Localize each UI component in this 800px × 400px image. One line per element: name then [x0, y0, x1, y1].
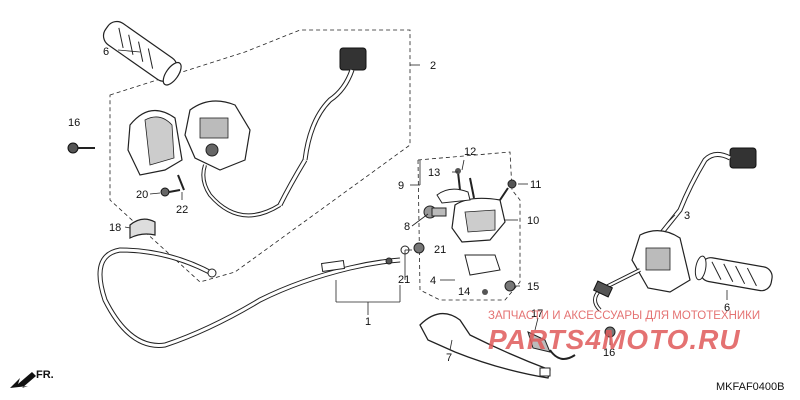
callout-13: 13 [428, 167, 440, 179]
callout-6: 6 [724, 302, 730, 314]
right-switch-drawing [592, 147, 757, 312]
callout-12: 12 [464, 146, 476, 158]
direction-label: FR. [36, 369, 54, 381]
callout-3: 3 [684, 210, 690, 222]
callout-labels: 6 2 16 20 22 18 21 1 21 4 10 11 12 9 13 … [68, 46, 730, 364]
right-grip-drawing [694, 255, 773, 292]
callout-16-left: 16 [68, 117, 80, 129]
callout-9: 9 [398, 180, 404, 192]
left-switch-body-drawing [184, 100, 282, 218]
callout-4: 4 [430, 275, 436, 287]
watermark-brand: PARTS4MOTO.RU [488, 324, 741, 355]
front-direction-arrow-icon: FR. [10, 369, 54, 388]
part-17-drawing [527, 331, 576, 360]
switch-housing-cover-drawing [127, 109, 183, 176]
callout-11: 11 [530, 179, 541, 191]
lever-bracket-drawing [400, 168, 517, 295]
clutch-lever-drawing [419, 313, 551, 379]
diagram-code: MKFAF0400B [716, 381, 784, 393]
watermark-tagline: ЗАПЧАСТИ И АКСЕССУАРЫ ДЛЯ МОТОТЕХНИКИ [488, 310, 760, 322]
callout-1: 1 [365, 316, 371, 328]
callout-8: 8 [404, 221, 410, 233]
callout-22: 22 [176, 204, 188, 216]
callout-21-lower: 21 [398, 274, 410, 286]
callout-21-upper: 21 [434, 244, 446, 256]
callout-15: 15 [527, 281, 539, 293]
bolt-16-left-drawing [67, 142, 95, 154]
clutch-cable-drawing [97, 247, 401, 348]
callout-16-right: 16 [603, 347, 615, 359]
leader-lines [78, 49, 728, 351]
callout-18: 18 [109, 222, 121, 234]
watermark: ЗАПЧАСТИ И АКСЕССУАРЫ ДЛЯ МОТОТЕХНИКИ PA… [488, 310, 760, 355]
left-grip-drawing [102, 20, 182, 86]
screw-22-drawing [177, 174, 185, 191]
group-outline-lever-bracket [417, 151, 521, 301]
screw-20-drawing [160, 187, 181, 197]
callout-14: 14 [458, 286, 470, 298]
callout-7: 7 [446, 352, 452, 364]
callout-20: 20 [136, 189, 148, 201]
callout-2: 2 [430, 60, 436, 72]
callout-10: 10 [527, 215, 539, 227]
callout-17: 17 [531, 308, 543, 320]
wiring-harness-left-drawing [277, 47, 367, 207]
clamp-18-drawing [129, 218, 156, 239]
callout-5: 6 [103, 46, 109, 58]
